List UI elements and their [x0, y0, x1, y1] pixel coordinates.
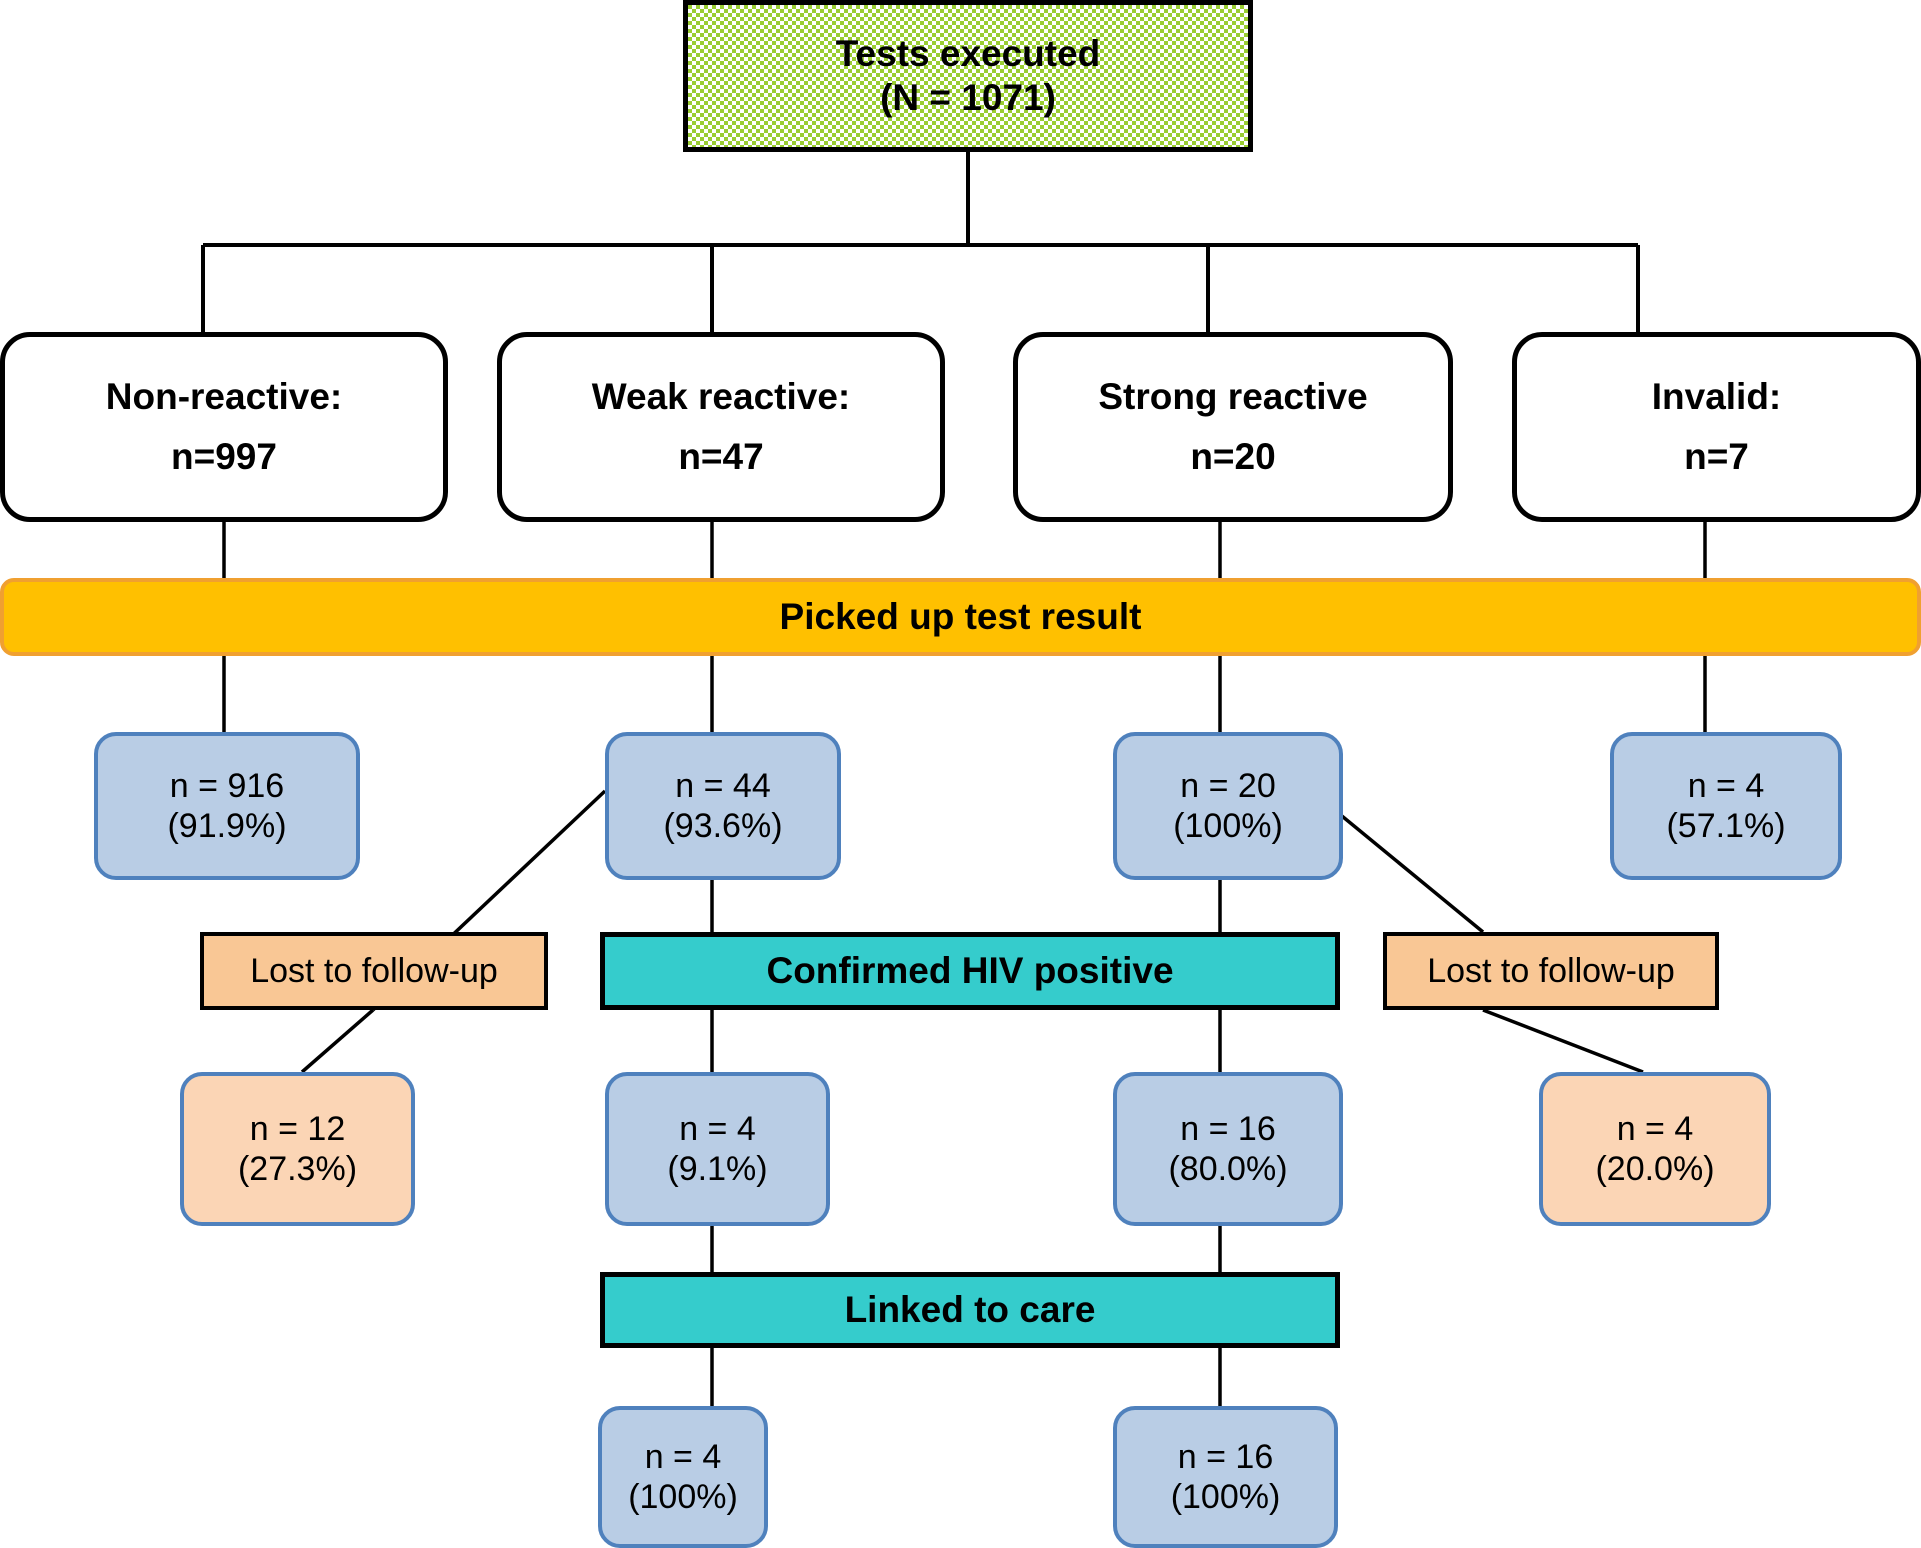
- node-non-reactive: Non-reactive: n=997: [0, 332, 448, 522]
- node-linked-weak-reactive: n = 4 (100%): [598, 1406, 768, 1548]
- linked-weak-count: n = 4: [644, 1437, 722, 1476]
- node-picked-up-non-reactive: n = 916 (91.9%): [94, 732, 360, 880]
- non-reactive-label: Non-reactive:: [105, 376, 343, 418]
- connector-strong-to-lost-followup: [1318, 796, 1485, 934]
- non-reactive-count: n=997: [171, 436, 277, 477]
- weak-reactive-label: Weak reactive:: [591, 376, 851, 418]
- picked-up-non-reactive-count: n = 916: [169, 766, 285, 805]
- picked-up-weak-reactive-percent: (93.6%): [663, 807, 783, 845]
- node-strong-reactive: Strong reactive n=20: [1013, 332, 1453, 522]
- node-confirmed-weak-reactive: n = 4 (9.1%): [605, 1072, 830, 1226]
- linked-to-care-label: Linked to care: [844, 1289, 1096, 1331]
- node-picked-up-weak-reactive: n = 44 (93.6%): [605, 732, 841, 880]
- confirmed-weak-count: n = 4: [679, 1109, 756, 1148]
- invalid-count: n=7: [1684, 436, 1749, 477]
- tests-executed-label: Tests executed: [835, 33, 1101, 75]
- linked-strong-percent: (100%): [1170, 1478, 1281, 1516]
- lost-followup-weak-percent: (27.3%): [237, 1150, 358, 1188]
- confirmed-hiv-label: Confirmed HIV positive: [766, 950, 1174, 992]
- node-tests-executed: Tests executed (N = 1071): [683, 0, 1253, 152]
- lost-followup-strong-percent: (20.0%): [1595, 1150, 1715, 1188]
- picked-up-non-reactive-percent: (91.9%): [167, 807, 287, 845]
- bar-picked-up-test-result: Picked up test result: [0, 578, 1921, 656]
- node-picked-up-strong-reactive: n = 20 (100%): [1113, 732, 1343, 880]
- connector-lost-followup-right-to-result: [1482, 1008, 1644, 1074]
- picked-up-strong-reactive-percent: (100%): [1173, 807, 1283, 845]
- confirmed-weak-percent: (9.1%): [667, 1150, 768, 1188]
- linked-weak-percent: (100%): [628, 1478, 738, 1516]
- lost-followup-weak-count: n = 12: [249, 1109, 346, 1148]
- invalid-label: Invalid:: [1651, 376, 1782, 418]
- node-invalid: Invalid: n=7: [1512, 332, 1921, 522]
- node-lost-to-followup-right: Lost to follow-up: [1383, 932, 1719, 1010]
- picked-up-invalid-count: n = 4: [1687, 766, 1765, 805]
- node-lost-followup-weak-result: n = 12 (27.3%): [180, 1072, 415, 1226]
- lost-to-followup-left-label: Lost to follow-up: [250, 951, 498, 990]
- picked-up-strong-reactive-count: n = 20: [1180, 766, 1276, 805]
- strong-reactive-count: n=20: [1190, 436, 1276, 477]
- lost-followup-strong-count: n = 4: [1616, 1109, 1694, 1148]
- confirmed-strong-count: n = 16: [1180, 1109, 1276, 1148]
- node-linked-strong-reactive: n = 16 (100%): [1113, 1406, 1338, 1548]
- strong-reactive-label: Strong reactive: [1098, 376, 1368, 418]
- node-lost-followup-strong-result: n = 4 (20.0%): [1539, 1072, 1771, 1226]
- picked-up-weak-reactive-count: n = 44: [675, 766, 771, 805]
- tests-executed-count: (N = 1071): [880, 77, 1056, 118]
- node-picked-up-invalid: n = 4 (57.1%): [1610, 732, 1842, 880]
- picked-up-label: Picked up test result: [779, 596, 1142, 638]
- node-lost-to-followup-left: Lost to follow-up: [200, 932, 548, 1010]
- bar-confirmed-hiv-positive: Confirmed HIV positive: [600, 932, 1340, 1010]
- node-confirmed-strong-reactive: n = 16 (80.0%): [1113, 1072, 1343, 1226]
- weak-reactive-count: n=47: [678, 436, 764, 477]
- confirmed-strong-percent: (80.0%): [1168, 1150, 1288, 1188]
- bar-linked-to-care: Linked to care: [600, 1272, 1340, 1348]
- picked-up-invalid-percent: (57.1%): [1666, 807, 1786, 845]
- connector-lost-followup-left-to-result: [300, 1008, 375, 1074]
- linked-strong-count: n = 16: [1177, 1437, 1274, 1476]
- node-weak-reactive: Weak reactive: n=47: [497, 332, 945, 522]
- lost-to-followup-right-label: Lost to follow-up: [1427, 951, 1675, 990]
